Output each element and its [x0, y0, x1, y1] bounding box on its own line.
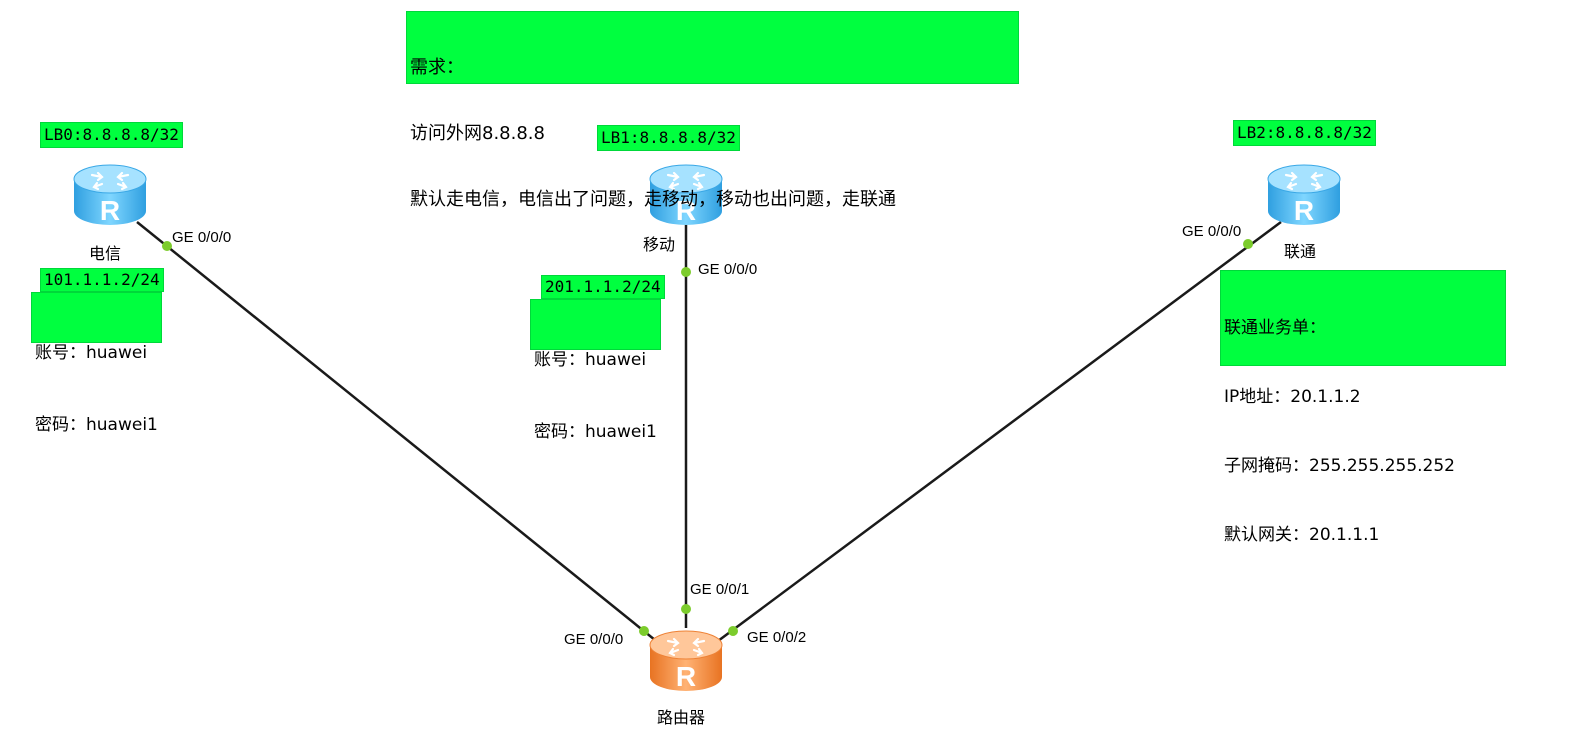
mobile-info-ip: 201.1.1.2/24 — [541, 275, 665, 299]
unicom-loopback-label: LB2:8.8.8.8/32 — [1233, 120, 1376, 146]
port-dot-unicom-ge000[interactable] — [1243, 239, 1253, 249]
link-telecom-router[interactable] — [136, 221, 656, 641]
mobile-info-account: 账号：huawei 密码：huawei1 — [530, 299, 661, 442]
telecom-info-account: 账号：huawei 密码：huawei1 — [31, 292, 162, 435]
svg-text:R: R — [676, 195, 696, 226]
unicom-order-ip: IP地址：20.1.1.2 — [1224, 387, 1361, 407]
core-router-icon[interactable]: R — [648, 628, 724, 694]
requirement-note: 需求： 访问外网8.8.8.8 默认走电信，电信出了问题，走移动，移动也出问题，… — [406, 11, 1019, 210]
mobile-account-line: 账号：huawei — [534, 350, 647, 370]
unicom-order-mask: 子网掩码：255.255.255.252 — [1224, 456, 1456, 476]
router-port-label-ge000: GE 0/0/0 — [564, 631, 624, 648]
svg-text:R: R — [100, 195, 120, 226]
port-dot-router-ge000[interactable] — [639, 626, 649, 636]
telecom-password-line: 密码：huawei1 — [35, 415, 158, 435]
router-device-name: 路由器 — [657, 708, 706, 727]
telecom-port-label: GE 0/0/0 — [172, 229, 232, 246]
telecom-account-line: 账号：huawei — [35, 343, 148, 363]
unicom-order-title: 联通业务单： — [1224, 318, 1326, 338]
unicom-service-order: 联通业务单： IP地址：20.1.1.2 子网掩码：255.255.255.25… — [1220, 270, 1506, 545]
mobile-router-icon[interactable]: R — [648, 162, 724, 228]
unicom-device-name: 联通 — [1284, 242, 1317, 261]
requirement-line: 默认走电信，电信出了问题，走移动，移动也出问题，走联通 — [410, 189, 896, 210]
router-port-label-ge001: GE 0/0/1 — [690, 581, 750, 598]
port-dot-router-ge002[interactable] — [728, 626, 738, 636]
link-unicom-router[interactable] — [717, 220, 1282, 643]
mobile-port-label: GE 0/0/0 — [698, 261, 758, 278]
port-dot-telecom-ge000[interactable] — [162, 241, 172, 251]
unicom-order-gateway: 默认网关：20.1.1.1 — [1224, 525, 1380, 545]
telecom-device-name: 电信 — [89, 244, 122, 263]
unicom-router-icon[interactable]: R — [1266, 162, 1342, 228]
telecom-router-icon[interactable]: R — [72, 162, 148, 228]
router-port-label-ge002: GE 0/0/2 — [747, 629, 807, 646]
svg-text:R: R — [676, 661, 696, 692]
mobile-device-name: 移动 — [643, 235, 676, 254]
requirement-line: 需求： — [410, 57, 464, 78]
requirement-line: 访问外网8.8.8.8 — [410, 123, 545, 144]
mobile-password-line: 密码：huawei1 — [534, 422, 657, 442]
telecom-loopback-label: LB0:8.8.8.8/32 — [40, 122, 183, 148]
port-dot-mobile-ge000[interactable] — [681, 267, 691, 277]
svg-text:R: R — [1294, 195, 1314, 226]
mobile-loopback-label: LB1:8.8.8.8/32 — [597, 125, 740, 151]
telecom-info-ip: 101.1.1.2/24 — [40, 268, 164, 292]
unicom-port-label: GE 0/0/0 — [1182, 223, 1242, 240]
port-dot-router-ge001[interactable] — [681, 604, 691, 614]
